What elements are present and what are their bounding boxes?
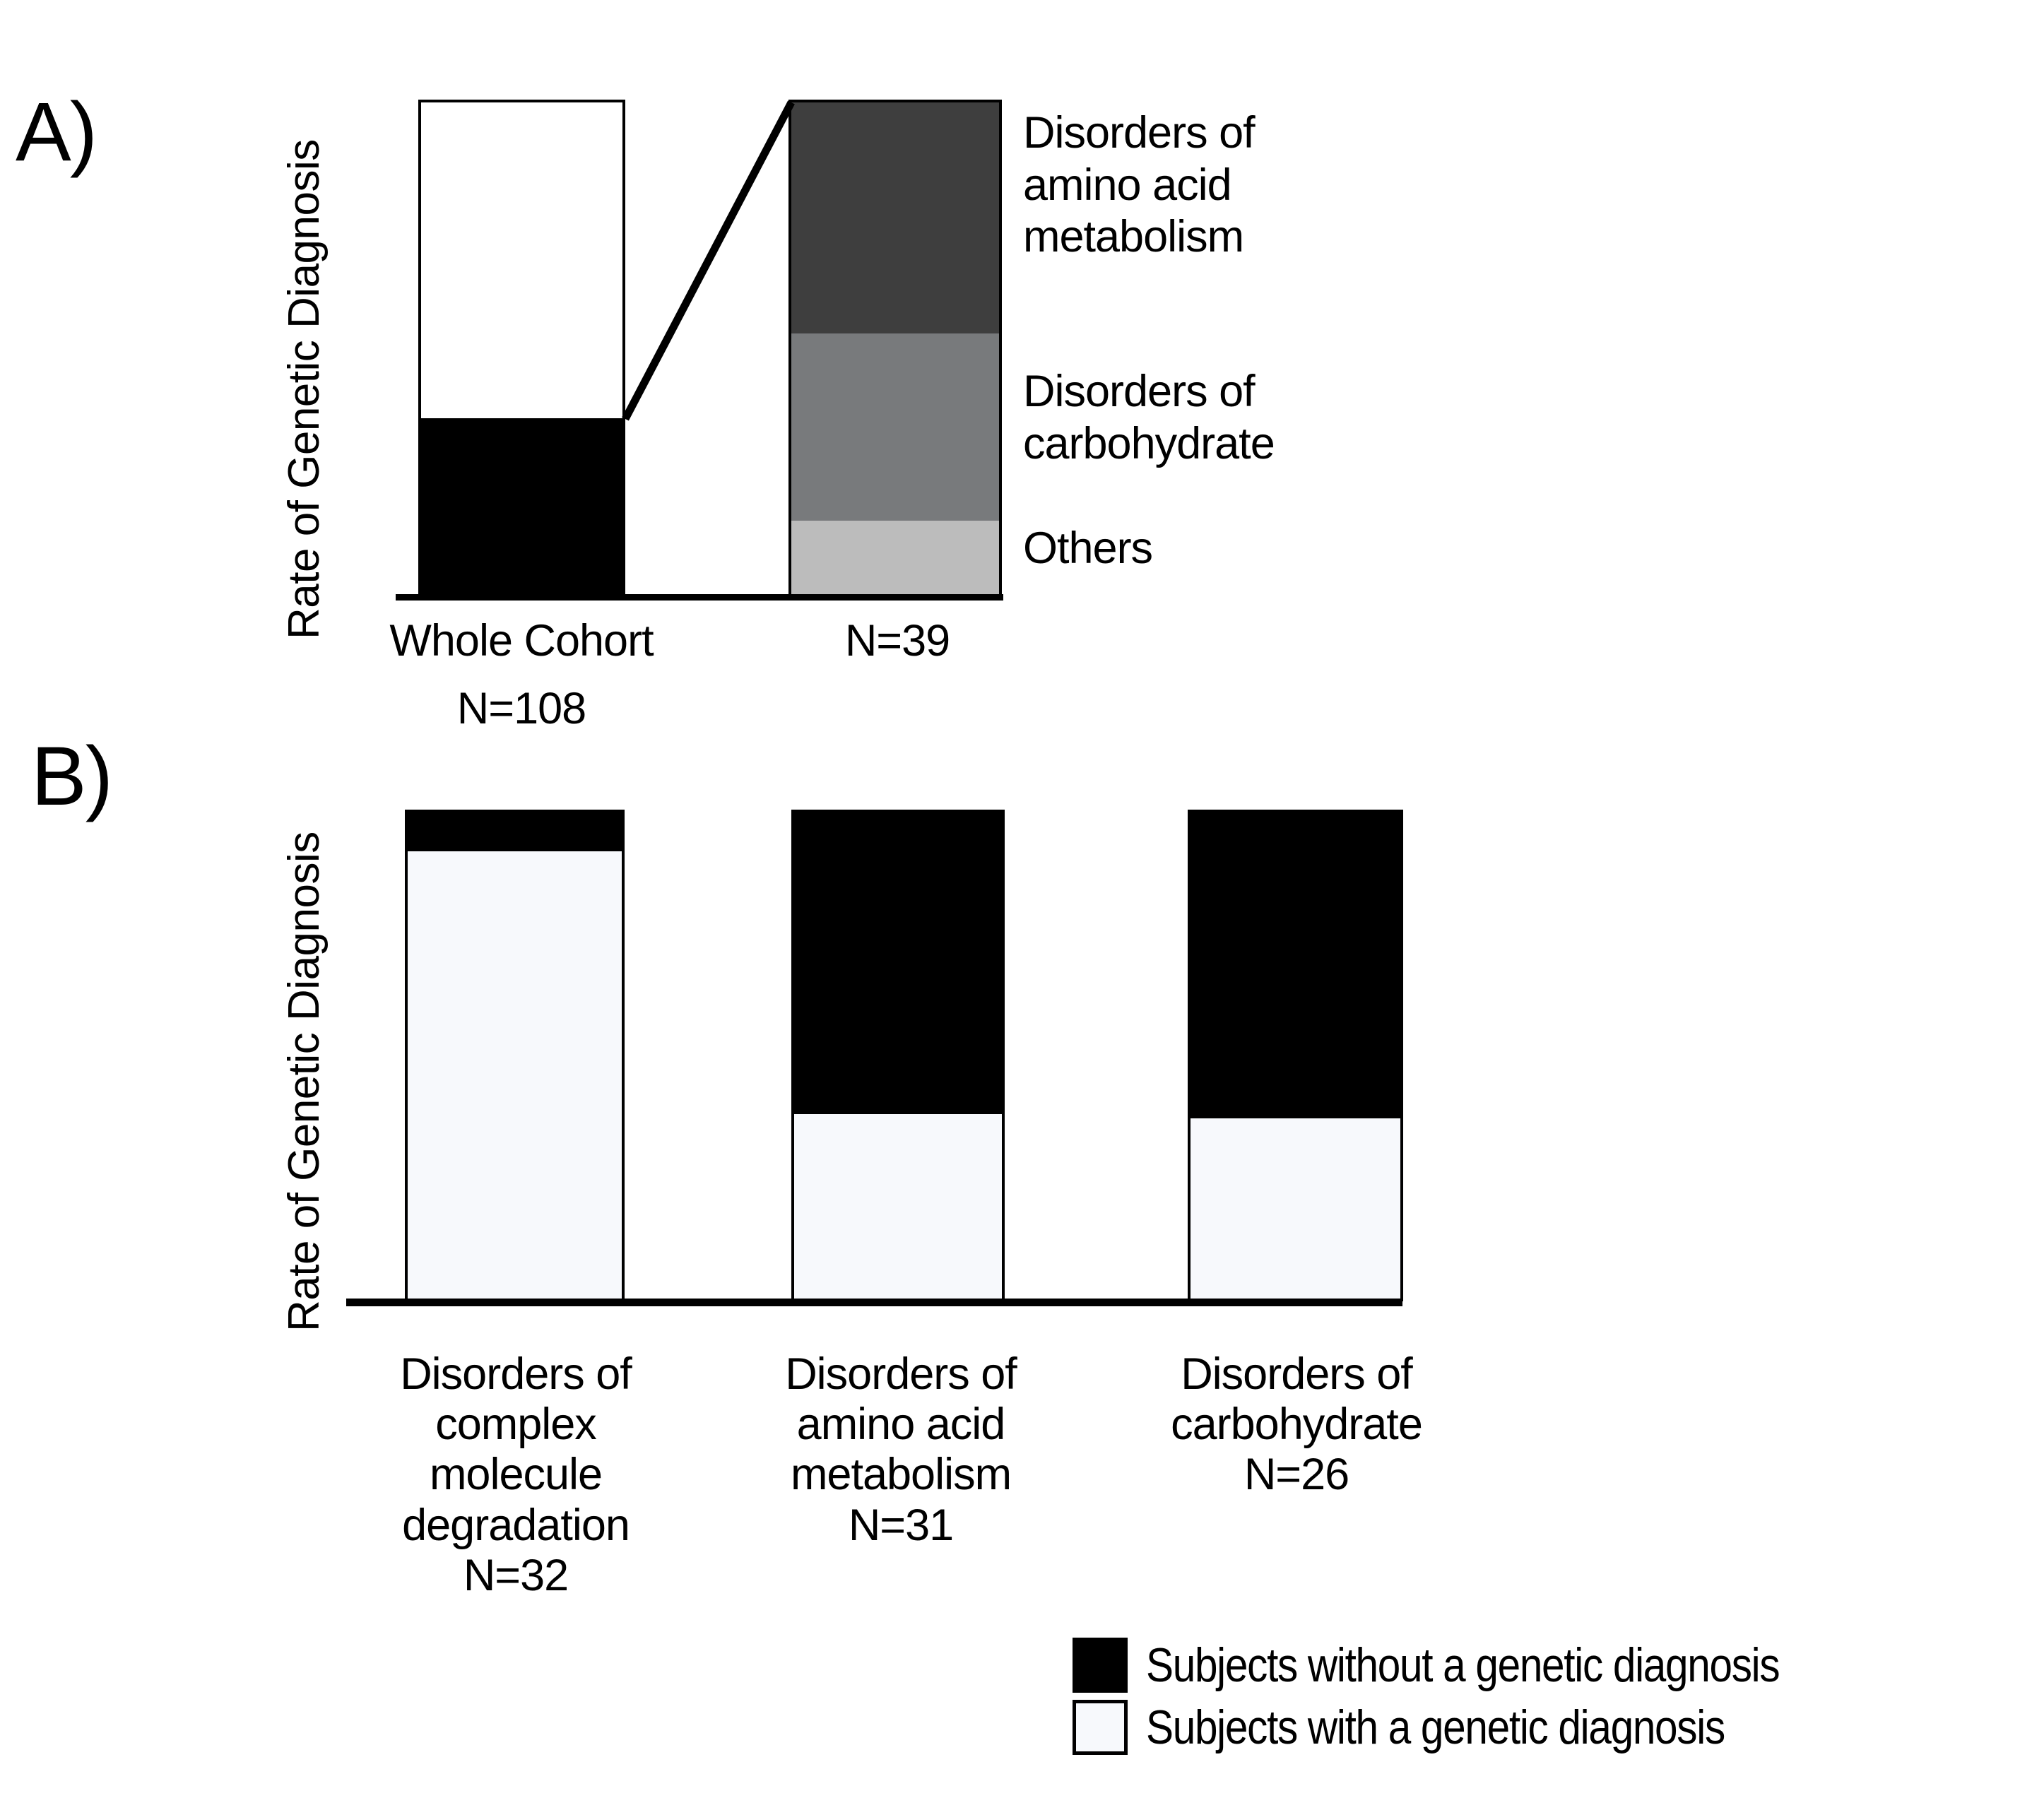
segment-without-diagnosis bbox=[1191, 812, 1400, 1119]
panel-b-bar-amino-acid-metabolism[interactable] bbox=[791, 810, 1005, 1301]
panel-b-xlabel-amino-acid-metabolism: Disorders of amino acid metabolism N=31 bbox=[785, 1349, 1017, 1550]
panel-b-letter: B) bbox=[31, 730, 113, 823]
legend-item-without-diagnosis[interactable]: Subjects without a genetic diagnosis bbox=[1073, 1638, 1882, 1693]
segment-amino-acid-metabolism bbox=[791, 102, 999, 334]
legend-swatch-white-icon bbox=[1073, 1700, 1128, 1755]
panel-a-y-axis-title: Rate of Genetic Diagnosis bbox=[280, 139, 329, 639]
segment-with-diagnosis bbox=[421, 418, 622, 594]
panel-b-y-axis-title: Rate of Genetic Diagnosis bbox=[280, 832, 329, 1332]
panel-a-bar-whole-cohort[interactable] bbox=[418, 100, 625, 597]
segment-with-diagnosis bbox=[408, 851, 622, 1299]
panel-a-bar-exploded-n39[interactable] bbox=[788, 100, 1002, 597]
panel-a-axis-line bbox=[396, 594, 1003, 601]
panel-b-axis-line bbox=[346, 1299, 1402, 1306]
legend-swatch-black-icon bbox=[1073, 1638, 1128, 1693]
segment-carbohydrate bbox=[791, 333, 999, 521]
exploded-view-connector-line bbox=[622, 100, 795, 421]
segment-without-diagnosis bbox=[421, 102, 622, 418]
panel-a-xlabel-whole-cohort-n: N=108 bbox=[456, 684, 586, 733]
panel-a-callout-carbohydrate: Disorders of carbohydrate bbox=[1023, 367, 1275, 468]
legend-label-without-diagnosis: Subjects without a genetic diagnosis bbox=[1146, 1638, 1780, 1692]
panel-b-xlabel-carbohydrate: Disorders of carbohydrate N=26 bbox=[1171, 1349, 1423, 1500]
segment-without-diagnosis bbox=[408, 812, 622, 852]
legend-item-with-diagnosis[interactable]: Subjects with a genetic diagnosis bbox=[1073, 1700, 1882, 1755]
panel-a-letter: A) bbox=[16, 85, 98, 179]
segment-others bbox=[791, 520, 999, 594]
panel-a-xlabel-whole-cohort: Whole Cohort bbox=[389, 616, 654, 666]
segment-with-diagnosis bbox=[1191, 1118, 1400, 1299]
legend: Subjects without a genetic diagnosis Sub… bbox=[1073, 1638, 1882, 1755]
panel-b-xlabel-complex-molecule-degradation: Disorders of complex molecule degradatio… bbox=[400, 1349, 632, 1600]
segment-with-diagnosis bbox=[794, 1113, 1002, 1299]
panel-a-xlabel-n39: N=39 bbox=[844, 616, 950, 666]
legend-label-with-diagnosis: Subjects with a genetic diagnosis bbox=[1146, 1701, 1725, 1754]
panel-b-bar-complex-molecule-degradation[interactable] bbox=[405, 810, 625, 1301]
panel-b-bar-carbohydrate[interactable] bbox=[1188, 810, 1403, 1301]
segment-without-diagnosis bbox=[794, 812, 1002, 1114]
panel-a-callout-others: Others bbox=[1023, 524, 1153, 573]
panel-a-callout-amino-acid: Disorders of amino acid metabolism bbox=[1023, 108, 1256, 262]
